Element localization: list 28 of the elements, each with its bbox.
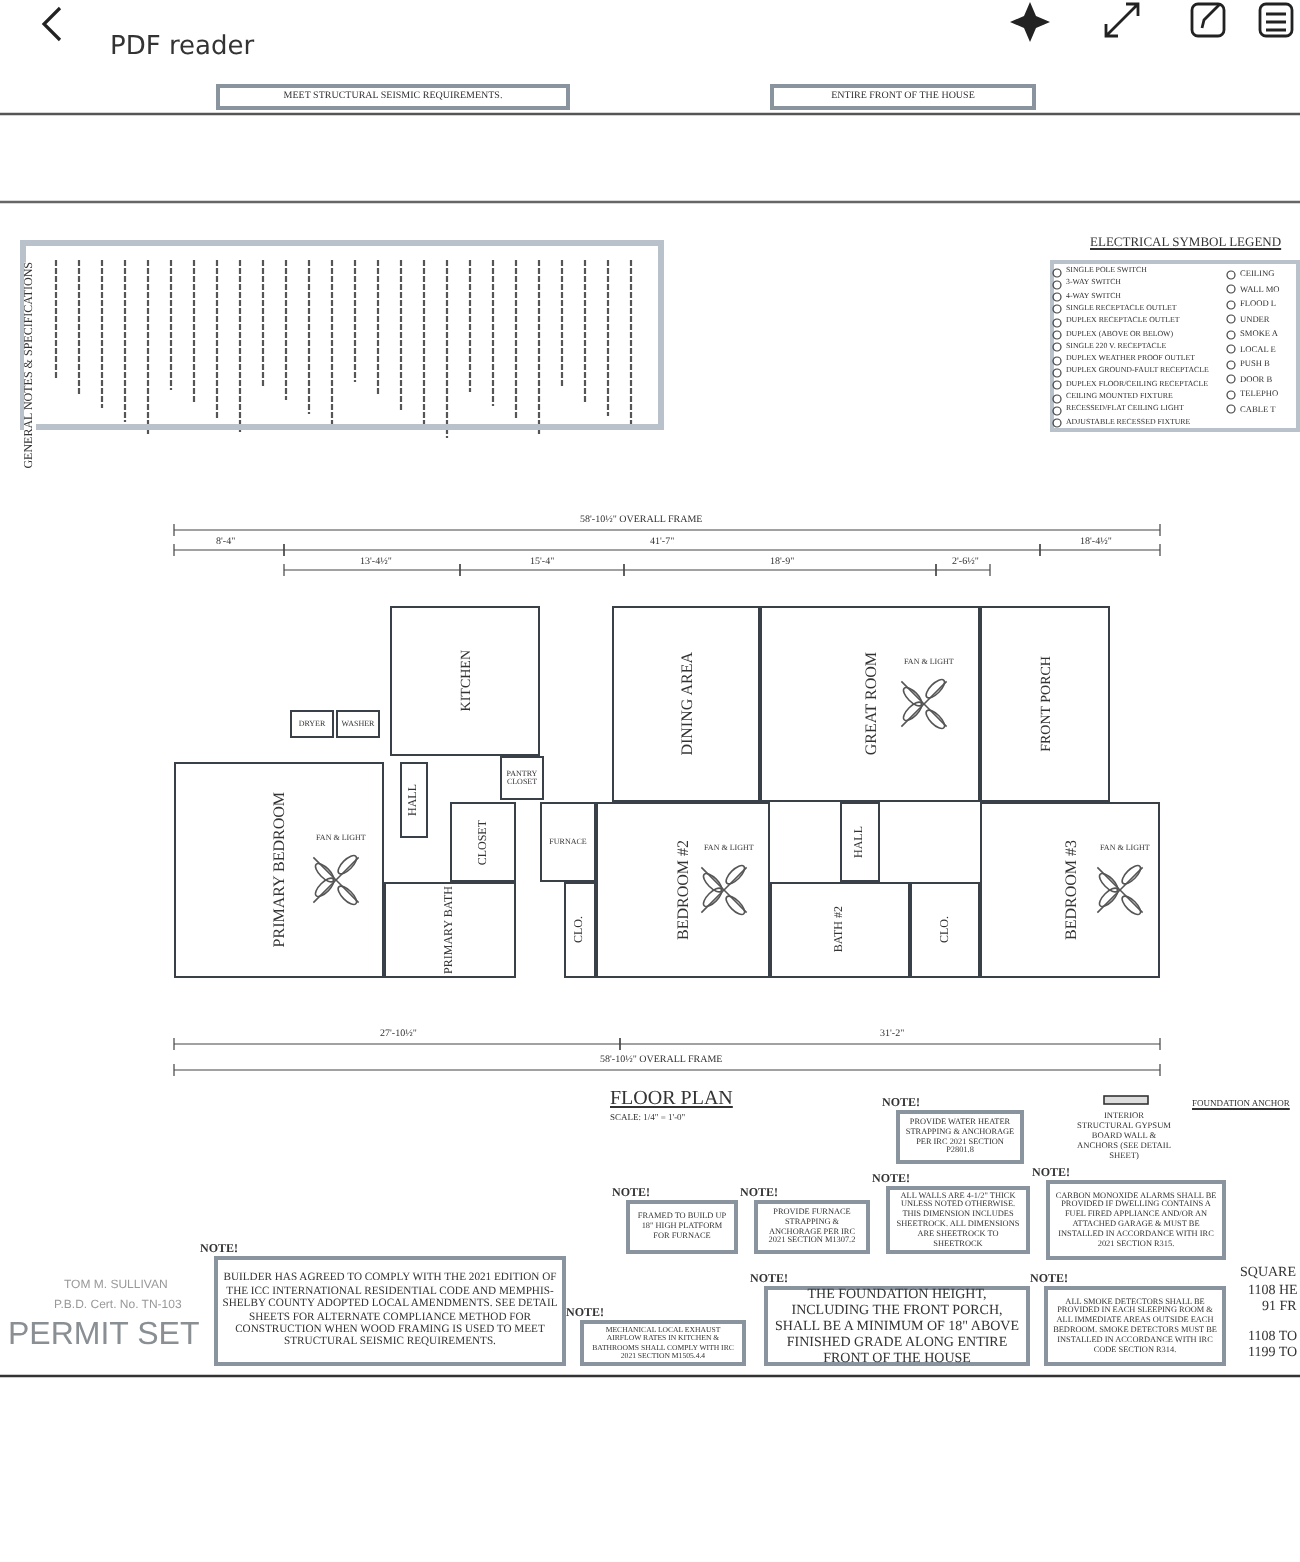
stamp-text: PERMIT SET xyxy=(8,1318,200,1354)
room-label: GREAT ROOM xyxy=(861,652,879,756)
room-outline xyxy=(290,710,334,738)
room-outline xyxy=(596,802,770,978)
room-outline xyxy=(174,762,384,978)
room-label: PRIMARY BEDROOM xyxy=(270,792,288,948)
room-outline xyxy=(612,606,760,802)
room-outline xyxy=(760,606,980,802)
room-outline xyxy=(540,802,596,882)
room-outline xyxy=(980,802,1160,978)
note-box xyxy=(216,84,570,110)
room-outline xyxy=(770,882,910,978)
room-outline xyxy=(336,710,380,738)
room-outline xyxy=(840,802,880,882)
app-subtitle: PDF reader xyxy=(110,32,255,62)
note-box xyxy=(770,84,1036,110)
room-outline xyxy=(390,606,540,756)
drawing-title: FLOOR PLAN xyxy=(610,1088,733,1110)
room-outline xyxy=(564,882,596,978)
room-outline xyxy=(500,756,544,800)
room-label: DINING AREA xyxy=(677,652,695,756)
room-label: BEDROOM #2 xyxy=(674,839,692,940)
room-outline xyxy=(384,882,516,978)
room-outline xyxy=(400,762,428,838)
room-outline xyxy=(910,882,980,978)
room-outline xyxy=(450,802,516,882)
room-outline xyxy=(980,606,1110,802)
room-label: BEDROOM #3 xyxy=(1061,839,1079,940)
